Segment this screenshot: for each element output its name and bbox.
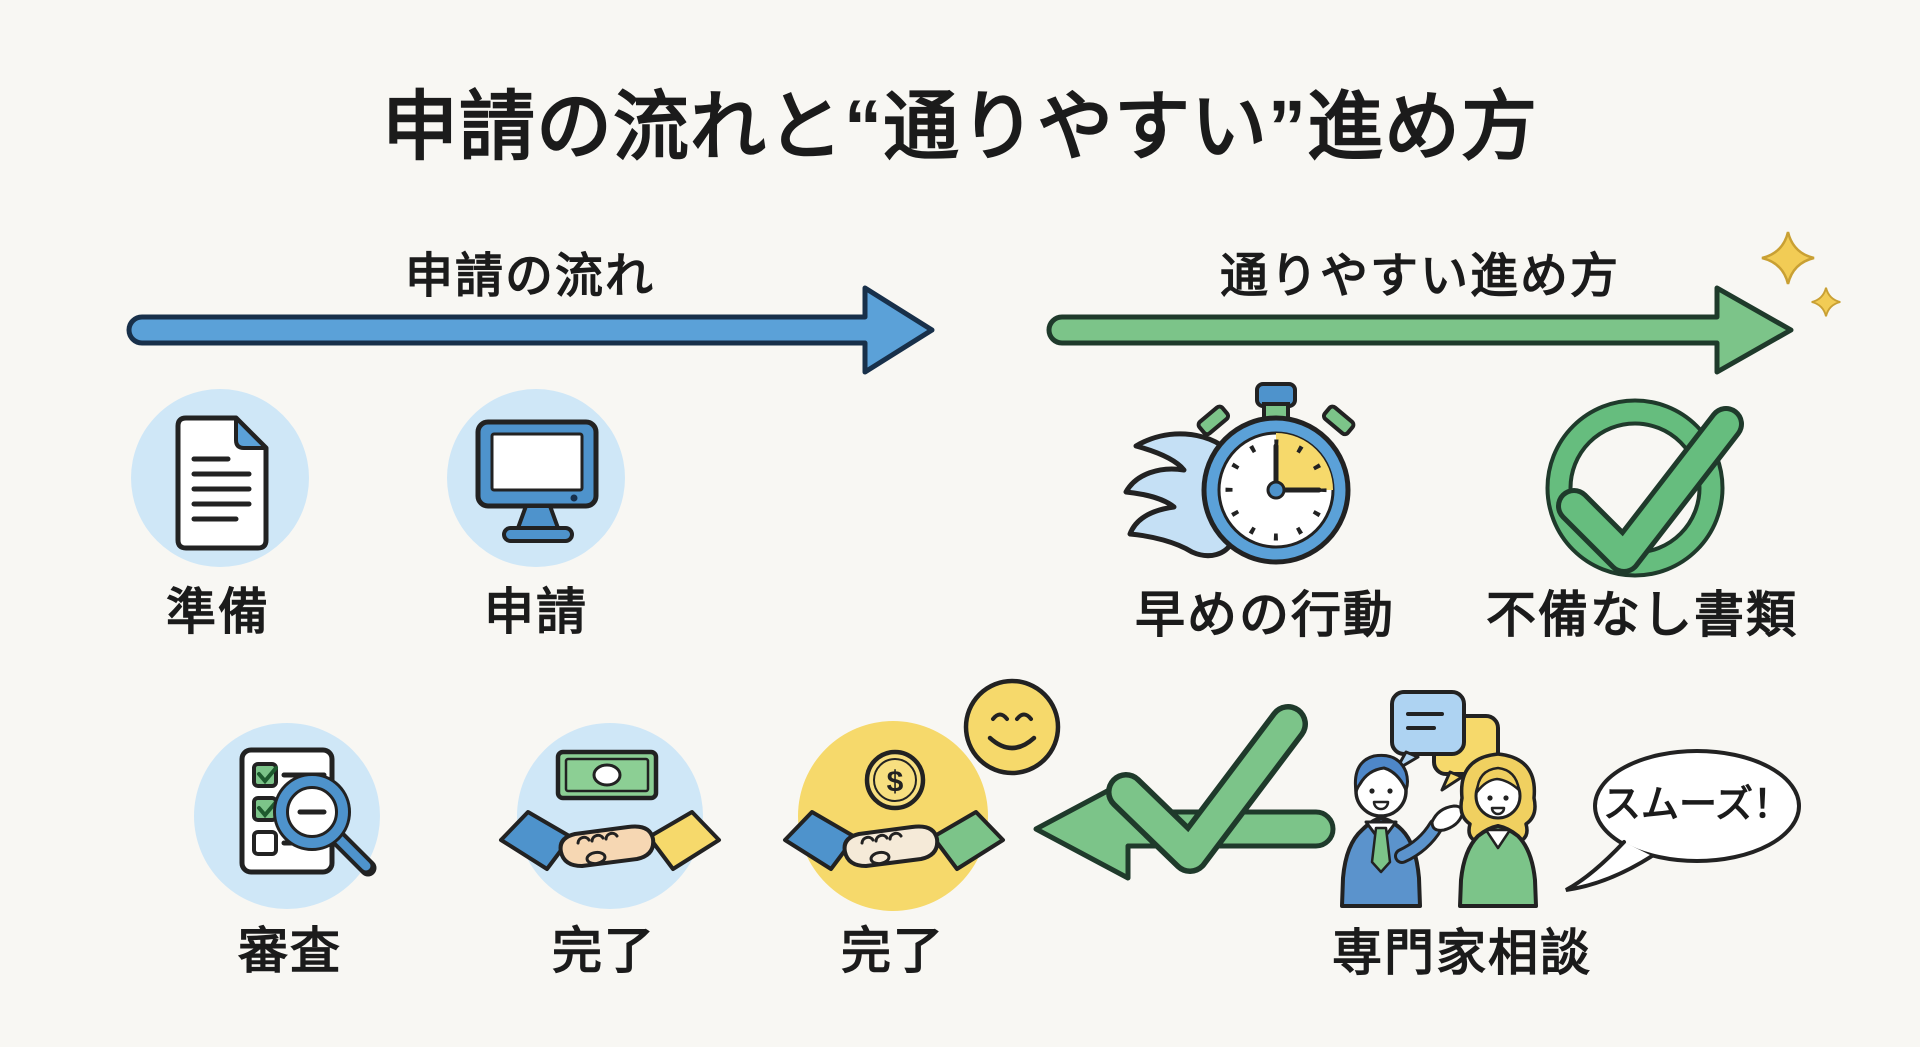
chat-bubble-blue-icon bbox=[1390, 690, 1466, 772]
flow-arrow-right-icon bbox=[126, 285, 935, 375]
winged-stopwatch-icon bbox=[1123, 382, 1356, 565]
checklist-magnifier-icon bbox=[194, 723, 380, 909]
page-title: 申請の流れと“通りやすい”進め方 bbox=[382, 85, 1538, 170]
consultant-woman-icon bbox=[1458, 752, 1538, 908]
step-label-review: 審査 bbox=[238, 923, 342, 979]
smiley-face-icon bbox=[963, 678, 1061, 776]
check-circle-icon bbox=[1545, 398, 1744, 578]
step-label-application: 申請 bbox=[484, 584, 588, 640]
tip-label-complete-documents: 不備なし書類 bbox=[1486, 587, 1798, 643]
tips-arrow-right-icon bbox=[1046, 285, 1794, 375]
consultant-man-icon bbox=[1340, 753, 1464, 908]
tip-label-early-action: 早めの行動 bbox=[1135, 587, 1395, 643]
result-arrow-left-check-icon bbox=[1033, 704, 1336, 881]
step-label-complete: 完了 bbox=[552, 923, 656, 979]
smooth-speech-bubble-icon bbox=[1565, 749, 1801, 892]
flow-section-header: 申請の流れ bbox=[404, 250, 656, 303]
expert-consultation-icon bbox=[1340, 690, 1538, 908]
tip-label-expert-consultation: 専門家相談 bbox=[1332, 925, 1592, 981]
step-label-preparation: 準備 bbox=[166, 584, 270, 640]
dollar-symbol: $ bbox=[887, 766, 904, 799]
money-handshake-icon bbox=[499, 723, 721, 909]
document-icon bbox=[131, 389, 309, 567]
speech-bubble-text: スムーズ！ bbox=[1602, 784, 1792, 826]
handshake-coin-icon: $ bbox=[783, 721, 1005, 911]
tips-section-header: 通りやすい進め方 bbox=[1219, 250, 1621, 303]
computer-monitor-icon bbox=[447, 389, 625, 567]
result-label-complete: 完了 bbox=[841, 923, 945, 979]
sparkle-icon bbox=[1761, 231, 1841, 317]
